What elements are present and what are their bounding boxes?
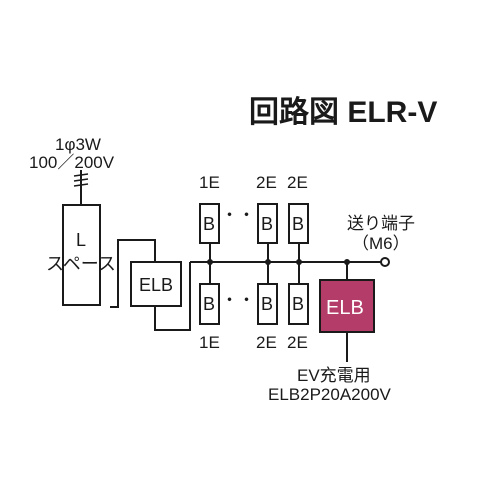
- ev-elb-label: ELB: [326, 297, 364, 319]
- lower-breaker-3: B 2E: [287, 262, 309, 352]
- upper-breaker-label: B: [261, 214, 273, 234]
- upper-breaker-3: 2E B: [287, 173, 309, 262]
- main-breaker-line1: L: [76, 230, 86, 250]
- terminal-label: 送り端子: [347, 214, 415, 233]
- upper-breaker-label: B: [203, 214, 215, 234]
- lower-breaker-label: B: [292, 294, 304, 314]
- terminal-icon: [380, 257, 390, 267]
- supply-voltage-label: 100／200V: [29, 153, 115, 172]
- lower-breaker-2: B 2E: [256, 262, 278, 352]
- lower-breaker-pole: 1E: [199, 333, 220, 352]
- upper-breaker-2: 2E B: [256, 173, 278, 262]
- lower-breaker-pole: 2E: [256, 333, 277, 352]
- lower-breaker-label: B: [261, 294, 273, 314]
- supply-wire: [73, 170, 89, 205]
- supply-phase-label: 1φ3W: [55, 135, 101, 154]
- upper-breaker-pole: 2E: [256, 173, 277, 192]
- main-to-elb-wire: [110, 239, 191, 331]
- main-breaker-space: L スペース: [46, 204, 116, 306]
- elb-breaker: ELB: [130, 261, 182, 307]
- diagram-title: 回路図 ELR-V: [249, 96, 437, 129]
- feed-terminal: 送り端子 （M6）: [347, 214, 415, 267]
- ev-purpose-label: EV充電用: [297, 366, 371, 385]
- elb-label: ELB: [139, 275, 173, 295]
- upper-breaker-pole: 1E: [199, 173, 220, 192]
- lower-breaker-label: B: [203, 294, 215, 314]
- ev-elb-breaker: ELB EV充電用 ELB2P20A200V: [268, 262, 392, 404]
- main-breaker-line2: スペース: [46, 254, 116, 274]
- upper-breaker-1: 1E B: [199, 173, 220, 262]
- upper-breaker-label: B: [292, 214, 304, 234]
- lower-breaker-pole: 2E: [287, 333, 308, 352]
- terminal-size-label: （M6）: [352, 234, 410, 253]
- ev-model-label: ELB2P20A200V: [268, 385, 392, 404]
- upper-breaker-pole: 2E: [287, 173, 308, 192]
- lower-breaker-1: B 1E: [199, 262, 220, 352]
